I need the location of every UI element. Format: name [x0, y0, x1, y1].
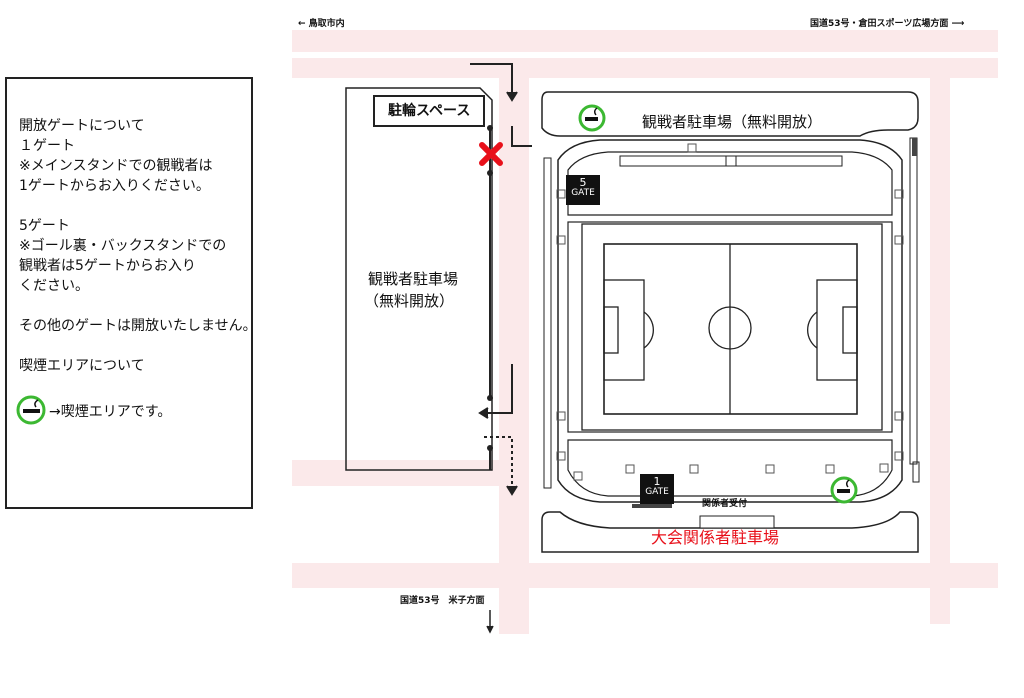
gate-5-marker: 5 GATE [566, 175, 600, 205]
gate-5-label: GATE [571, 188, 595, 198]
bicycle-space-box [373, 95, 485, 127]
bicycle-space-label: 駐輪スペース [388, 103, 471, 119]
legend-gate5-title: 5ゲート [19, 218, 70, 234]
road-label-yonago: 国道53号 米子方面 [400, 596, 485, 606]
road-label-tottori: ← 鳥取市内 [298, 19, 345, 29]
north-parking-area [541, 91, 919, 137]
road-north-top [292, 30, 998, 52]
legend-panel: 開放ゲートについて １ゲート ※メインスタンドでの観戦者は 1ゲートからお入りく… [5, 77, 257, 509]
road-west-south-stub [292, 460, 502, 486]
staff-parking-area [541, 511, 919, 553]
legend-heading-gates: 開放ゲートについて [19, 118, 145, 134]
stair-markers [556, 143, 904, 481]
road-south [292, 563, 998, 588]
arrow-exit-south-dotted [484, 436, 518, 496]
gate-5-number: 5 [579, 176, 587, 189]
gate-1-label: GATE [645, 487, 669, 497]
road-west-vertical [499, 78, 529, 634]
west-parking-label-1: 観戦者駐車場 [368, 270, 459, 288]
arrow-yonago [486, 610, 494, 634]
road-east-vertical [930, 78, 950, 624]
north-parking-label: 観戦者駐車場（無料開放） [642, 113, 823, 131]
gate-1-marker: 1 GATE [640, 474, 674, 504]
soccer-pitch [581, 223, 883, 431]
road-label-kurayoshi: 国道53号・倉田スポーツ広場方面 ⟶ [810, 19, 965, 29]
road-north-second [292, 58, 998, 78]
legend-smoking-note: →喫煙エリアです。 [49, 404, 172, 420]
legend-gate5-note2: 観戦者は5ゲートからお入り [19, 258, 196, 274]
west-parking-label-2: （無料開放） [364, 292, 455, 310]
west-parking-lot [345, 87, 493, 471]
red-x-icon [479, 142, 503, 166]
legend-gate1-note1: ※メインスタンドでの観戦者は [19, 158, 213, 174]
staff-parking-label: 大会関係者駐車場 [651, 528, 780, 547]
arrow-entry-north [470, 63, 518, 102]
legend-heading-smoking: 喫煙エリアについて [19, 358, 145, 374]
gate-1-number: 1 [653, 475, 661, 488]
smoking-area-icon-south [830, 476, 858, 504]
staff-reception-label: 関係者受付 [702, 499, 748, 509]
legend-gate1-title: １ゲート [19, 138, 75, 154]
stadium-stands [557, 139, 903, 503]
legend-gate5-note3: ください。 [19, 278, 89, 294]
smoking-area-icon [16, 395, 46, 425]
legend-other-gates: その他のゲートは開放いたしません。 [19, 318, 257, 334]
arrow-to-west-parking [478, 364, 513, 419]
smoking-area-icon-north [578, 104, 606, 132]
legend-gate5-note1: ※ゴール裏・バックスタンドでの [19, 238, 227, 254]
legend-gate1-note2: 1ゲートからお入りください。 [19, 178, 210, 194]
